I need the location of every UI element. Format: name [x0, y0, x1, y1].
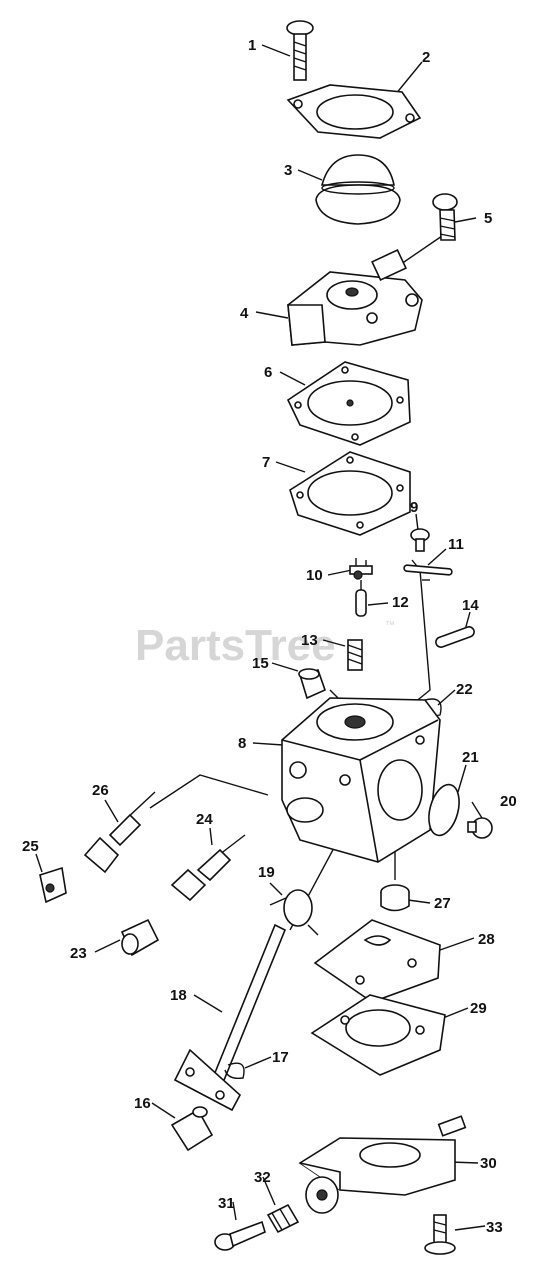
- callout-15: 15: [252, 655, 269, 672]
- callout-3: 3: [284, 162, 292, 179]
- part-6-diaphragm: [286, 361, 411, 446]
- callout-26: 26: [92, 782, 109, 799]
- part-24-adjust-needle: [170, 834, 246, 902]
- callout-23: 23: [70, 945, 87, 962]
- callout-8: 8: [238, 735, 246, 752]
- part-28-gasket: [313, 919, 441, 1003]
- part-2-gasket: [286, 84, 422, 139]
- callout-4: 4: [240, 305, 249, 322]
- part-27-plug: [380, 884, 410, 912]
- callout-14: 14: [462, 597, 479, 614]
- part-30-pump-body: [298, 1115, 467, 1214]
- callout-25: 25: [22, 838, 39, 855]
- part-15-plug: [298, 668, 326, 700]
- part-7-gasket: [289, 451, 411, 536]
- callout-6: 6: [264, 364, 272, 381]
- part-14-pin: [435, 626, 475, 648]
- callout-30: 30: [480, 1155, 497, 1172]
- callout-labels: 1 2 3 4 5 6 7 8 9 10 11 12 13 14 15 16 1…: [22, 37, 517, 1236]
- part-8-carburetor-body: [281, 697, 441, 863]
- part-29-metering-diaphragm: [310, 994, 446, 1076]
- watermark: PartsTree: [135, 621, 336, 670]
- part-26-adjust-needle: [83, 791, 156, 874]
- part-25-limiter-cap: [39, 866, 67, 904]
- part-3-primer-bulb: [315, 154, 401, 225]
- callout-12: 12: [392, 594, 409, 611]
- part-17-clip: [224, 1062, 245, 1080]
- part-13-spring: [347, 639, 363, 671]
- callout-19: 19: [258, 864, 275, 881]
- part-12-needle: [355, 580, 367, 617]
- callout-24: 24: [196, 811, 213, 828]
- part-21-check-disc: [428, 783, 460, 837]
- callout-31: 31: [218, 1195, 235, 1212]
- part-11-pin: [403, 564, 453, 576]
- callout-17: 17: [272, 1049, 289, 1066]
- callout-32: 32: [254, 1169, 271, 1186]
- callout-22: 22: [456, 681, 473, 698]
- callout-16: 16: [134, 1095, 151, 1112]
- callout-1: 1: [248, 37, 256, 54]
- callout-21: 21: [462, 749, 479, 766]
- callout-33: 33: [486, 1219, 503, 1236]
- part-5-screw: [432, 193, 458, 241]
- part-4-pump-cover: [287, 248, 423, 346]
- callout-9: 9: [410, 499, 418, 516]
- part-18-throttle-shaft: [173, 923, 287, 1112]
- part-31-screw: [214, 1220, 266, 1251]
- part-1-screw: [286, 20, 314, 81]
- callout-18: 18: [170, 987, 187, 1004]
- callout-29: 29: [470, 1000, 487, 1017]
- callout-2: 2: [422, 49, 430, 66]
- part-33-screw: [424, 1214, 456, 1255]
- watermark-tm: ™: [385, 620, 395, 631]
- part-9-screw: [410, 528, 430, 552]
- part-23-limiter-cap: [120, 918, 160, 957]
- part-19-spring: [269, 889, 319, 936]
- callout-13: 13: [301, 632, 318, 649]
- part-10-lever: [349, 558, 373, 580]
- part-16-knob: [170, 1106, 214, 1152]
- callout-10: 10: [306, 567, 323, 584]
- callout-5: 5: [484, 210, 492, 227]
- callout-28: 28: [478, 931, 495, 948]
- callout-11: 11: [448, 536, 464, 553]
- callout-27: 27: [434, 895, 451, 912]
- callout-20: 20: [500, 793, 517, 810]
- callout-7: 7: [262, 454, 270, 471]
- part-32-spring: [266, 1203, 300, 1234]
- part-20-screw: [467, 817, 493, 839]
